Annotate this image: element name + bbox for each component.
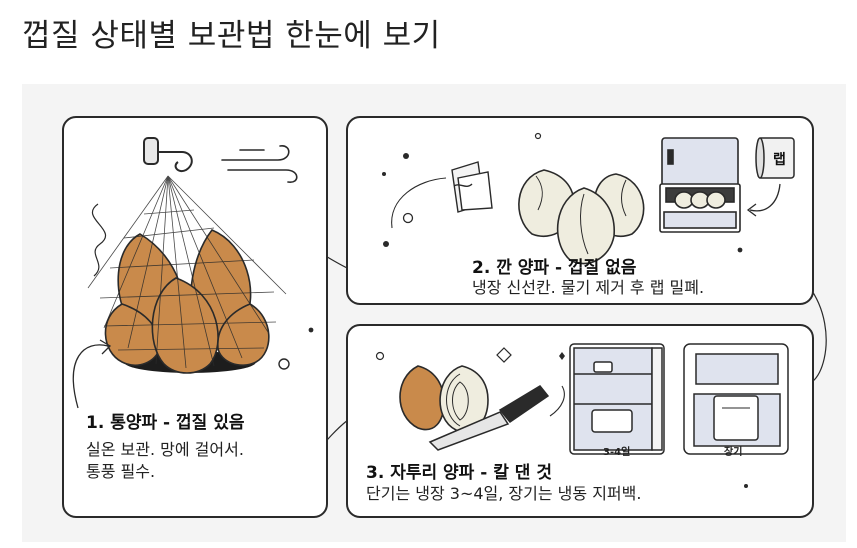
cut-onion-halves: [399, 365, 489, 433]
onion-cluster: [104, 229, 270, 374]
paper-towel-icon: [451, 161, 493, 213]
cut-onion-illustration: [375, 343, 789, 488]
fridge-shelf-icon: [569, 343, 665, 455]
fridge-drawer-icon: [659, 137, 741, 233]
wrap-label: 랩: [773, 152, 786, 168]
section-1-line-1: 실온 보관. 망에 걸어서.: [86, 440, 244, 459]
net-mesh: [87, 175, 287, 369]
dot: [744, 484, 748, 488]
ring-dot: [534, 132, 542, 140]
page-title: 껍질 상태별 보관법 한눈에 보기: [22, 18, 441, 54]
wrap-roll-icon: [755, 137, 795, 179]
ring-dot: [375, 351, 385, 361]
section-1-heading: 1. 통양파 - 껍질 있음: [86, 413, 245, 433]
dot: [383, 241, 389, 247]
panel-cut-onion: 3-4일 장기 3. 자투리 양파 - 칼 댄 것 단기는 냉장 3~4일, 장…: [346, 324, 814, 518]
knife-icon: [428, 385, 550, 451]
decorative-squiggle: [91, 203, 107, 277]
wrap-arrow: [749, 183, 781, 212]
panel-peeled-onion: 랩 2. 깐 양파 - 껍질 없음 냉장 신선칸. 물기 제거 후 랩 밀폐.: [346, 116, 814, 305]
peeled-onions: [518, 169, 645, 265]
wind-icon: [221, 145, 298, 183]
arrow-head: [99, 339, 112, 355]
hook-icon: [143, 137, 193, 172]
whole-onion-illustration: [72, 137, 314, 409]
peeled-onion-illustration: 랩: [382, 132, 795, 265]
section-2-line-1: 냉장 신선칸. 물기 제거 후 랩 밀폐.: [472, 278, 705, 297]
dot: [382, 172, 386, 176]
ring-dot: [402, 212, 414, 224]
dot: [403, 153, 409, 159]
arrow-curve: [72, 344, 109, 409]
fridge-label: 3-4일: [603, 447, 631, 458]
ring-dot: [278, 358, 290, 370]
illustration-canvas: 1. 통양파 - 껍질 있음 실온 보관. 망에 걸어서. 통풍 필수.: [22, 84, 846, 542]
dot: [737, 247, 743, 253]
freezer-label: 장기: [724, 447, 743, 458]
decorative-curve: [391, 177, 447, 229]
section-2-heading: 2. 깐 양파 - 껍질 없음: [472, 258, 637, 278]
dot: [559, 352, 565, 360]
dot: [308, 327, 314, 333]
section-3-heading: 3. 자투리 양파 - 칼 댄 것: [366, 463, 552, 483]
diamond-icon: [496, 347, 512, 363]
section-3-line-1: 단기는 냉장 3~4일, 장기는 냉동 지퍼백.: [366, 484, 642, 503]
decorative-curve: [549, 385, 565, 417]
wrap-arrow-head: [746, 203, 757, 217]
section-1-line-2: 통풍 필수.: [86, 462, 156, 481]
freezer-bag-icon: [683, 343, 789, 455]
panel-whole-onion: 1. 통양파 - 껍질 있음 실온 보관. 망에 걸어서. 통풍 필수.: [62, 116, 328, 518]
